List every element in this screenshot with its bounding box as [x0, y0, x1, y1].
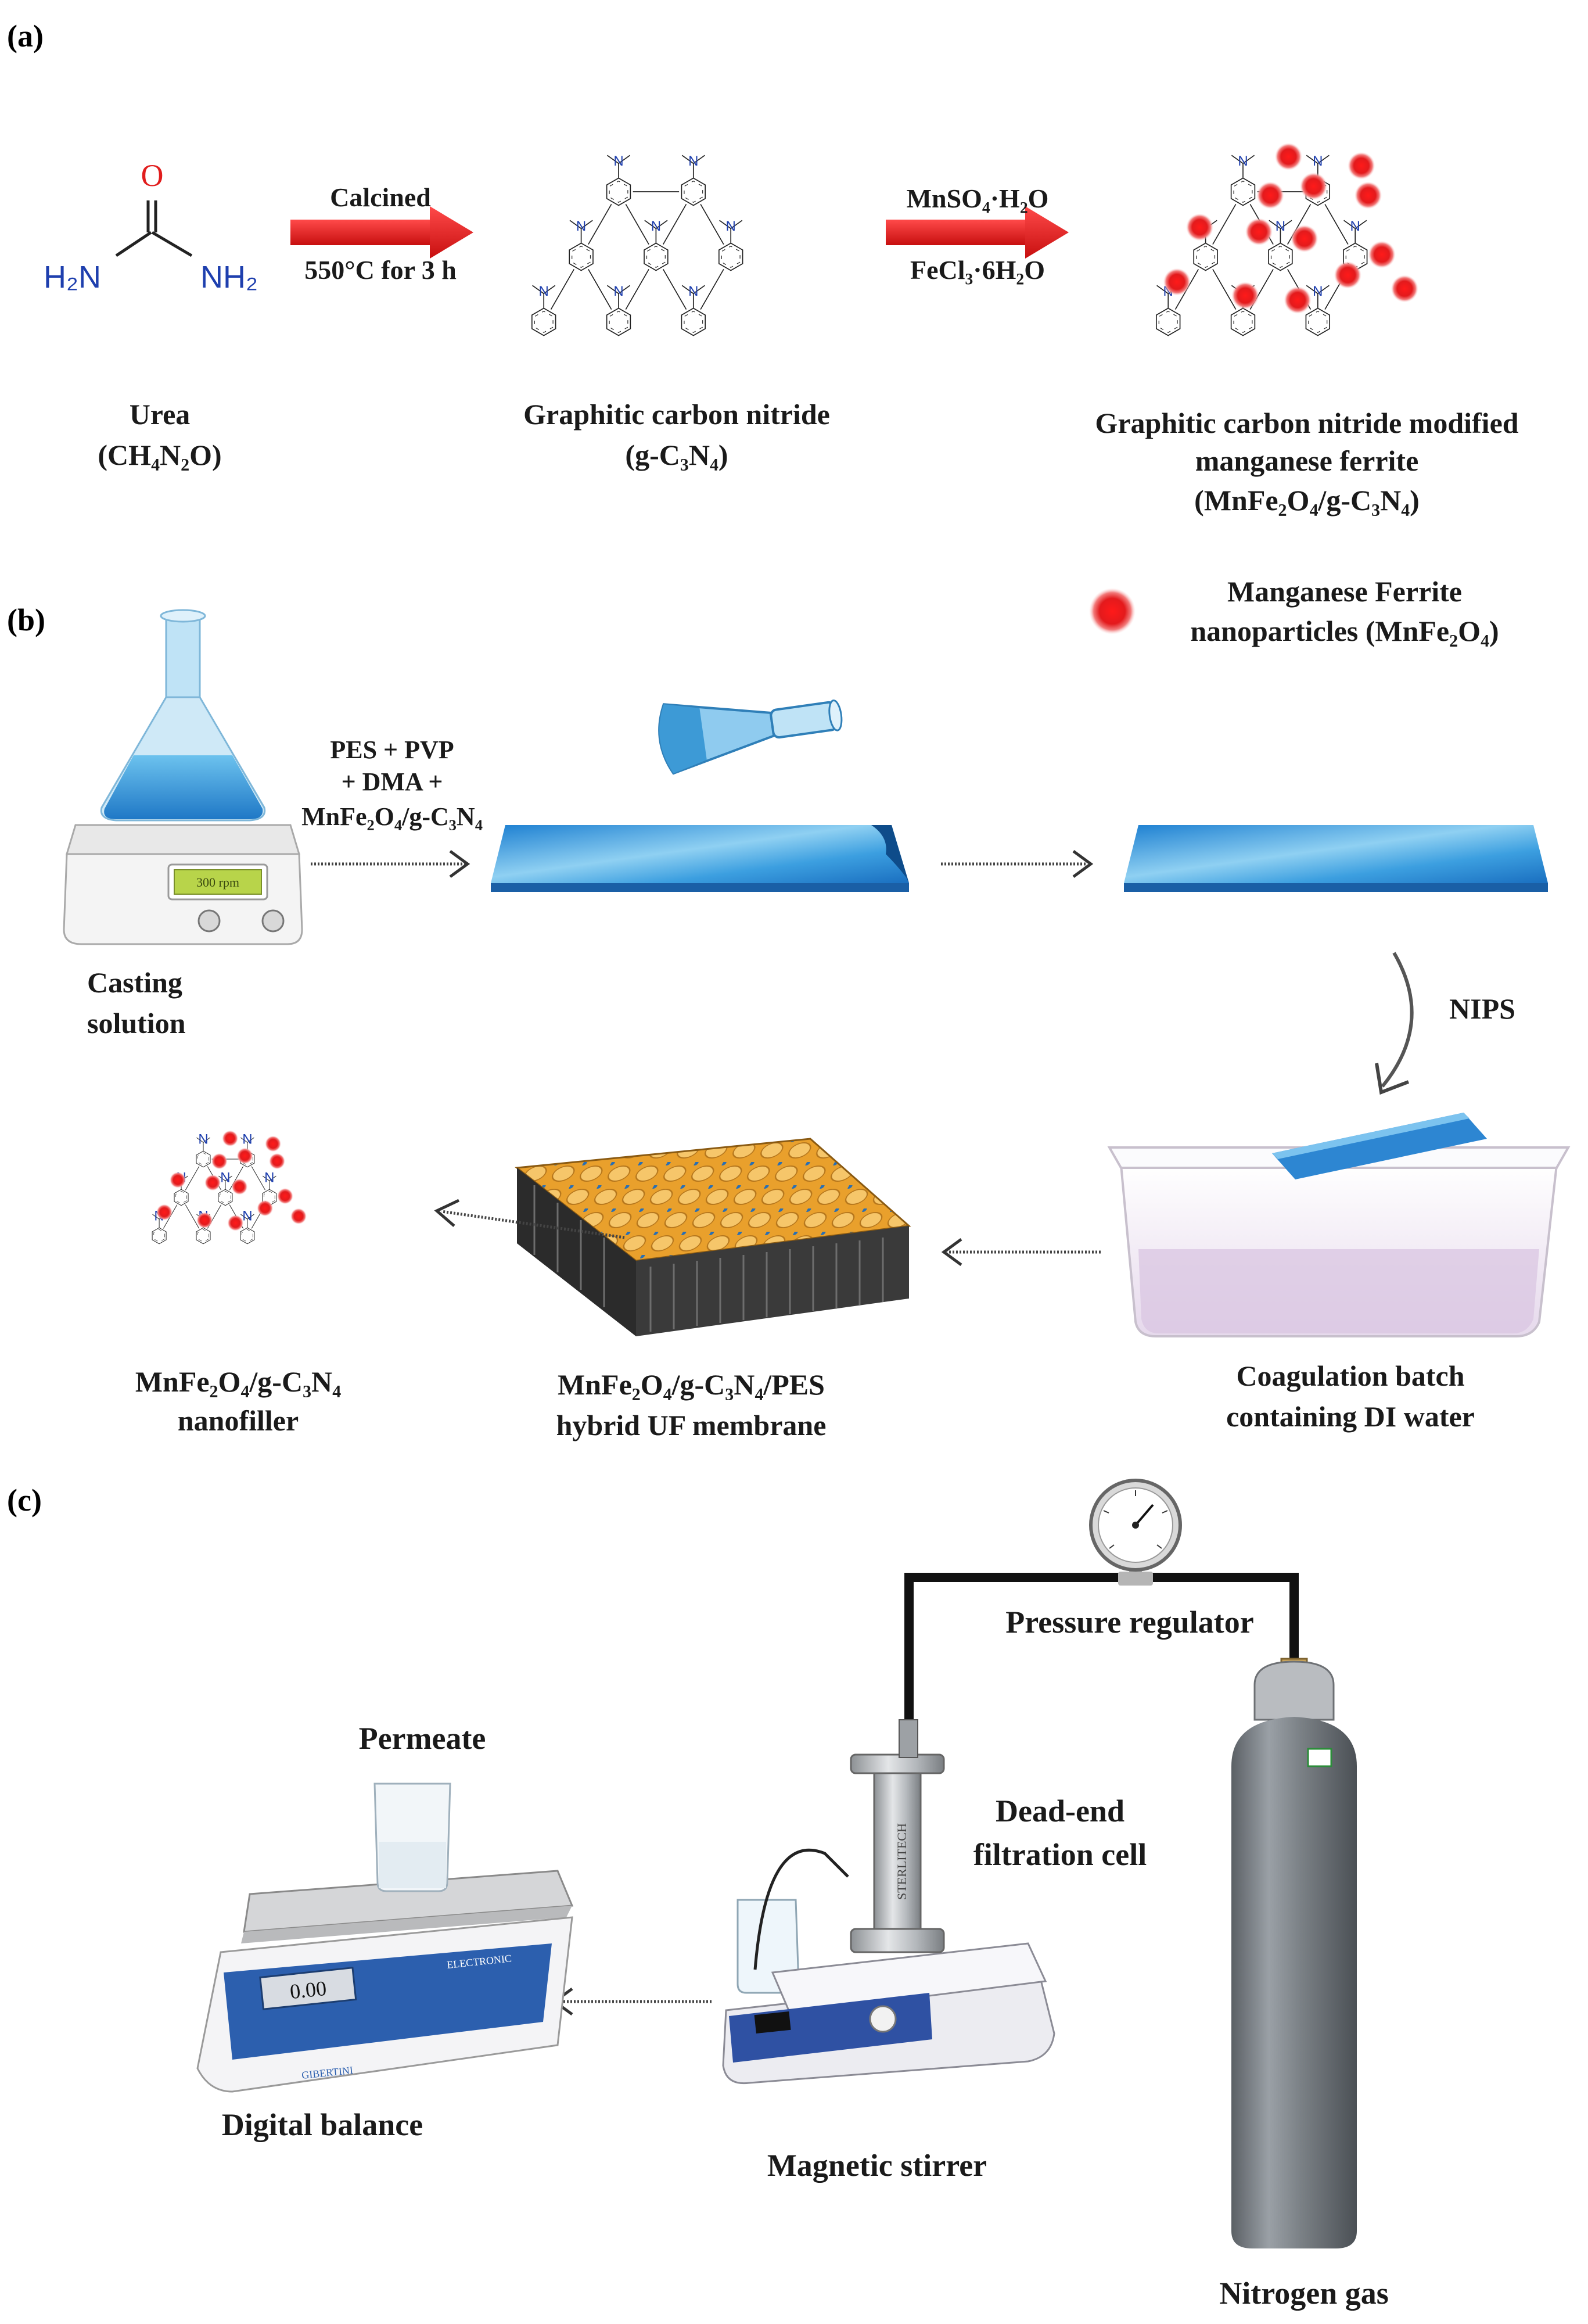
coagulation-line1: Coagulation batch [1236, 1360, 1464, 1392]
svg-text:N: N [264, 1170, 274, 1186]
svg-text:N: N [726, 218, 736, 234]
arrow-membrane-to-nanofiller-head [434, 1199, 460, 1227]
mnso4-label: MnSO₄·H₂O [907, 184, 1049, 213]
casting-film-plate-1 [491, 825, 909, 892]
pouring-flask-image [658, 700, 843, 775]
coagulation-line2: containing DI water [1226, 1400, 1475, 1433]
svg-text:N: N [1238, 153, 1248, 169]
permeate-label: Permeate [359, 1721, 486, 1756]
stirrer-with-flask-image: 300 rpm [63, 609, 303, 945]
urea-h2n: H₂N [44, 260, 101, 295]
dead-end-line1: Dead-end [996, 1794, 1124, 1828]
nanofiller-line1: MnFe₂O₄/g-C₃N₄ [135, 1365, 341, 1398]
gcn-name: Graphitic carbon nitride [523, 398, 830, 431]
gcn-network-structure: N N N N N N N N [529, 153, 745, 336]
nanofiller-line2: nanofiller [178, 1404, 299, 1437]
svg-text:N: N [220, 1170, 230, 1186]
svg-text:N: N [242, 1208, 252, 1224]
cell-brand-text: STERLITECH [894, 1823, 909, 1900]
hybrid-membrane-image [515, 1138, 911, 1336]
arrow-to-casting-head [449, 849, 470, 878]
nips-arrow [1381, 952, 1414, 1088]
recipe-line3: MnFe₂O₄/g-C₃N₄ [301, 802, 483, 831]
arrow-bath-to-membrane-head [941, 1238, 962, 1267]
legend-line2: nanoparticles (MnFe₂O₄) [1190, 615, 1499, 647]
svg-text:N: N [242, 1132, 252, 1147]
urea-structure: O H₂N NH₂ [44, 158, 258, 295]
fecl3-label: FeCl₃·6H₂O [910, 255, 1045, 285]
modification-arrow [886, 206, 1069, 259]
panel-c-label: (c) [7, 1483, 42, 1518]
urea-formula: (CH₄N₂O) [98, 439, 221, 471]
casting-solution-line1: Casting [87, 966, 182, 999]
digital-balance-label: Digital balance [222, 2107, 423, 2142]
legend-nanoparticle-icon [1089, 588, 1136, 634]
svg-text:N: N [1276, 218, 1285, 234]
calcined-label: Calcined [330, 182, 431, 212]
panel-a-label: (a) [7, 19, 44, 53]
membrane-line2: hybrid UF membrane [556, 1409, 827, 1441]
product-name-line1: Graphitic carbon nitride modified [1095, 407, 1518, 439]
svg-text:N: N [688, 153, 698, 169]
svg-text:N: N [539, 284, 549, 299]
panel-b-label: (b) [7, 602, 45, 637]
svg-text:N: N [613, 284, 623, 299]
urea-oxygen: O [141, 158, 164, 193]
nitrogen-line-tubing [904, 1573, 1299, 1720]
svg-text:N: N [651, 218, 661, 234]
balance-display-text: 0.00 [289, 1977, 328, 2003]
calcination-arrow [290, 206, 473, 259]
filtration-cell-stirrer-image: STERLITECH [722, 1719, 1055, 2085]
svg-text:N: N [198, 1132, 208, 1147]
casting-film-plate-2 [1124, 825, 1548, 892]
membrane-line1: MnFe₂O₄/g-C₃N₄/PES [558, 1368, 825, 1401]
nitrogen-gas-label: Nitrogen gas [1219, 2276, 1389, 2311]
gcn-formula: (g-C₃N₄) [625, 439, 728, 471]
digital-balance-image: 0.00 ELECTRONIC GIBERTINI [196, 1783, 574, 2093]
calcination-conditions: 550°C for 3 h [304, 255, 457, 285]
product-formula: (MnFe₂O₄/g-C₃N₄) [1194, 484, 1420, 517]
product-name-line2: manganese ferrite [1195, 444, 1419, 477]
svg-text:N: N [1350, 218, 1360, 234]
svg-text:N: N [613, 153, 623, 169]
recipe-line1: PES + PVP [330, 736, 454, 764]
svg-text:N: N [1313, 153, 1323, 169]
nips-arrow-head [1375, 1063, 1410, 1095]
pressure-regulator-label: Pressure regulator [1005, 1605, 1253, 1640]
dead-end-line2: filtration cell [973, 1837, 1147, 1872]
legend-line1: Manganese Ferrite [1227, 575, 1462, 608]
svg-text:N: N [576, 218, 586, 234]
stirrer-display-text: 300 rpm [196, 875, 239, 890]
pressure-gauge-image [1089, 1479, 1182, 1586]
casting-solution-line2: solution [87, 1007, 186, 1039]
arrow-membrane-to-nanofiller [441, 1210, 625, 1239]
nips-label: NIPS [1449, 992, 1515, 1025]
urea-name: Urea [130, 398, 191, 431]
svg-text:N: N [1313, 284, 1323, 299]
arrow-between-plates-head [1072, 849, 1094, 878]
recipe-line2: + DMA + [342, 768, 443, 796]
coagulation-bath-image [1107, 1113, 1571, 1337]
magnetic-stirrer-label: Magnetic stirrer [767, 2148, 987, 2183]
svg-text:N: N [688, 284, 698, 299]
urea-nh2: NH₂ [200, 260, 258, 295]
nitrogen-cylinder-image [1231, 1658, 1357, 2248]
